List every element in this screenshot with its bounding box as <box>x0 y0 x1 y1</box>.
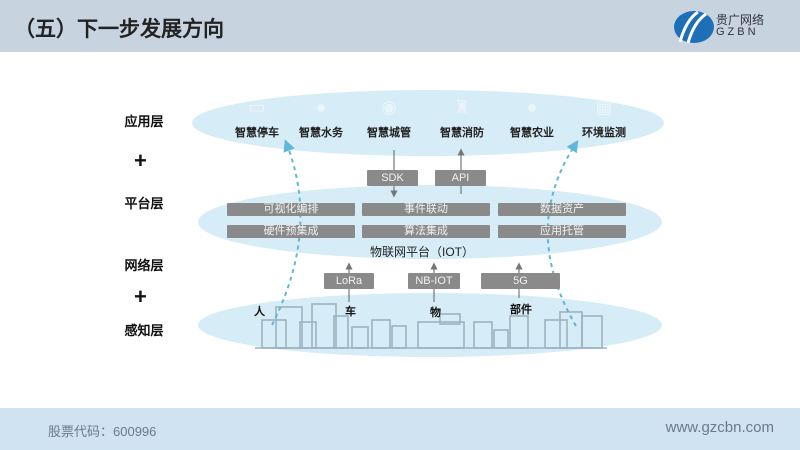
iot-platform-label: 物联网平台（IOT） <box>370 245 474 259</box>
platform-module: 可视化编排 <box>227 203 355 216</box>
platform-module: 应用托管 <box>498 225 626 238</box>
logo-text-en: GZBN <box>716 26 759 38</box>
network-5g: 5G <box>481 273 560 289</box>
city-skyline <box>255 303 607 349</box>
water-icon: ● <box>315 97 327 117</box>
logo-text-cn: 贵广网络 <box>716 13 765 27</box>
app-smart-parking: ▭智慧停车 <box>235 97 279 139</box>
app-smart-water: ●智慧水务 <box>299 97 343 139</box>
perception-layer-ellipse <box>198 293 662 357</box>
car-icon: ▭ <box>248 97 266 117</box>
layer-label-platform: 平台层 <box>124 196 164 211</box>
city-icon: ◉ <box>381 97 397 117</box>
hydrant-icon: ♜ <box>453 97 471 117</box>
object-person: 人 <box>254 306 265 318</box>
stock-code: 股票代码：600996 <box>48 424 157 439</box>
monitor-icon: ▦ <box>595 97 613 117</box>
header-bar <box>0 0 800 52</box>
layer-label-app: 应用层 <box>124 114 164 129</box>
platform-module: 算法集成 <box>362 225 490 238</box>
app-smart-fire: ♜智慧消防 <box>440 97 484 139</box>
sdk-box: SDK <box>367 170 418 186</box>
platform-module: 硬件预集成 <box>227 225 355 238</box>
app-layer-ellipse <box>192 90 664 156</box>
network-nbiot: NB-IOT <box>408 273 460 289</box>
app-smart-city: ◉智慧城管 <box>367 97 411 139</box>
app-smart-agriculture: ●智慧农业 <box>510 97 554 139</box>
layer-label-perception: 感知层 <box>124 323 164 338</box>
object-component: 部件 <box>510 304 532 316</box>
object-thing: 物 <box>430 307 441 319</box>
leaf-icon: ● <box>526 97 538 117</box>
plus-sign: + <box>134 284 147 309</box>
website-link[interactable]: www.gzcbn.com <box>665 419 774 436</box>
logo-icon <box>674 10 714 44</box>
layer-label-network: 网络层 <box>124 258 164 273</box>
plus-sign: + <box>134 148 147 173</box>
platform-module: 数据资产 <box>498 203 626 216</box>
api-box: API <box>435 170 486 186</box>
app-env-monitor: ▦环境监测 <box>582 97 626 139</box>
network-lora: LoRa <box>324 273 374 289</box>
footer-bar <box>0 408 800 450</box>
page-title: （五）下一步发展方向 <box>14 18 224 41</box>
platform-module: 事件联动 <box>362 203 490 216</box>
object-vehicle: 车 <box>345 306 356 318</box>
